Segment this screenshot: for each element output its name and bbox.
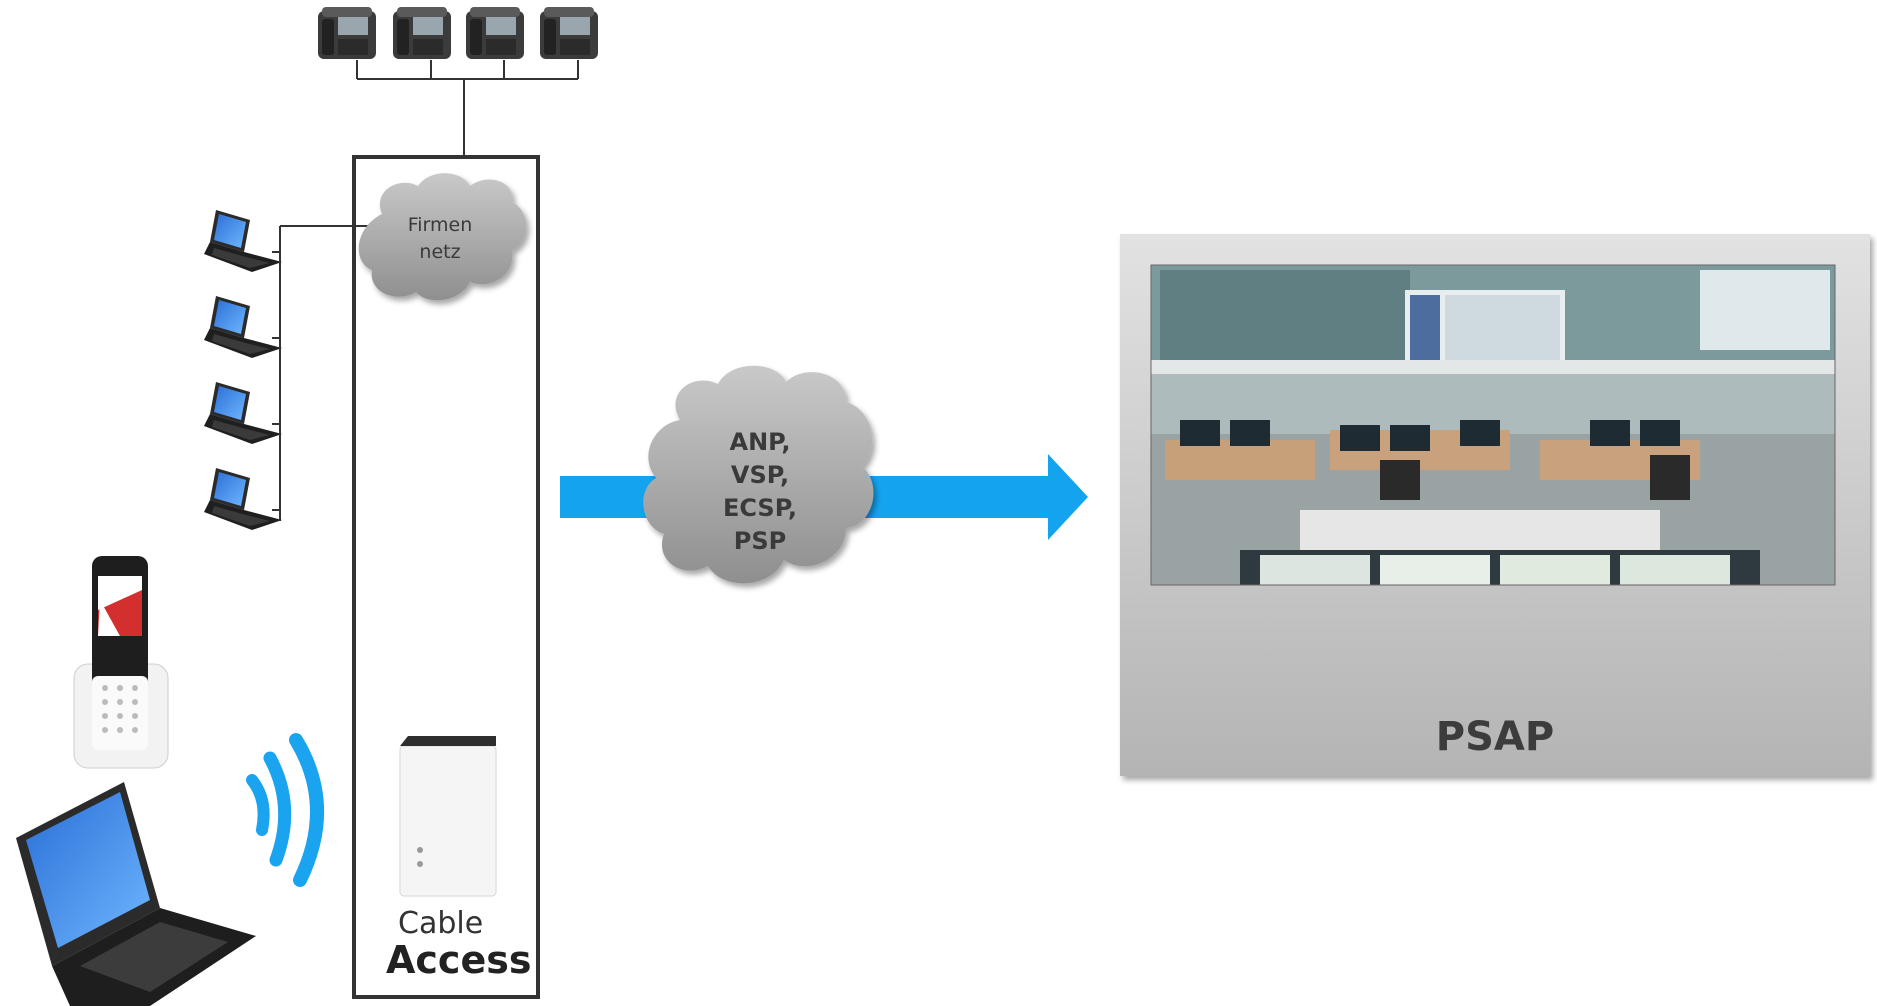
- provider-label-ecsp: ECSP,: [722, 494, 798, 522]
- laptop-icon: [16, 782, 256, 1006]
- phone-bus-lines: [356, 60, 579, 158]
- desk-phone-icon: [466, 7, 524, 59]
- wifi-signal-icon: [246, 733, 325, 887]
- access-label: Access: [386, 938, 532, 982]
- firmennetz-label-line1: Firmen: [407, 214, 473, 236]
- psap-label: PSAP: [1435, 714, 1555, 760]
- access-box: [352, 155, 540, 999]
- firmennetz-label-line2: netz: [419, 241, 461, 263]
- laptop-bus-lines: [272, 225, 372, 521]
- firmennetz-label: Firmen netz: [385, 212, 495, 266]
- desk-phone-icon: [318, 7, 376, 59]
- laptop-icon: [204, 468, 282, 530]
- cable-modem-icon: [399, 736, 497, 897]
- cordless-phone-icon: [73, 556, 169, 769]
- control-room-photo: [1150, 264, 1836, 586]
- provider-cloud-label: ANP, VSP, ECSP, PSP: [690, 426, 830, 558]
- cable-label: Cable: [398, 906, 484, 941]
- desk-phone-icon: [540, 7, 598, 59]
- laptop-icon: [204, 296, 282, 358]
- provider-cloud: [643, 365, 874, 584]
- firmennetz-cloud: [358, 173, 527, 301]
- laptop-icon: [204, 210, 282, 272]
- provider-label-psp: PSP: [733, 527, 787, 555]
- provider-label-vsp: VSP,: [730, 461, 790, 489]
- laptop-icon: [204, 382, 282, 444]
- provider-label-anp: ANP,: [729, 428, 791, 456]
- desk-phone-icon: [393, 7, 451, 59]
